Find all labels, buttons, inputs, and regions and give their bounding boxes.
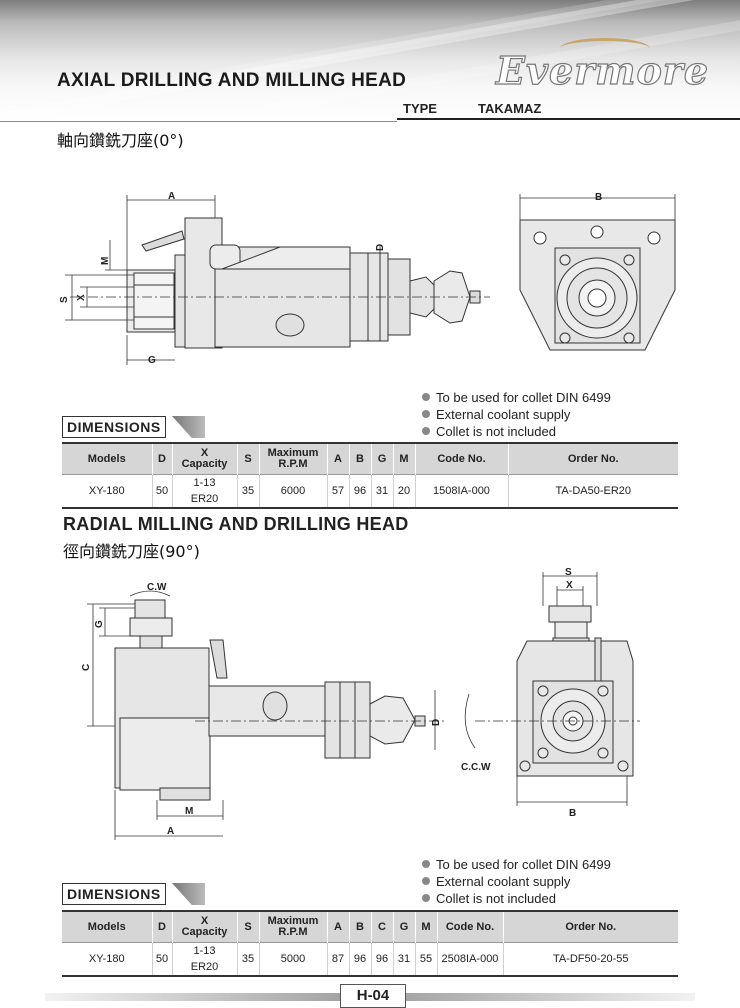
dim-label-m: M: [185, 806, 193, 817]
table-header-cell: D: [152, 911, 173, 943]
dim-label-g: G: [148, 355, 156, 366]
dim-label-c: C: [81, 664, 92, 671]
axial-side-view-drawing: A G D M S X: [59, 191, 490, 366]
dim-label-b: B: [595, 192, 602, 203]
table-cell: 50: [152, 942, 173, 976]
table-header-cell: D: [152, 443, 173, 475]
table-cell: 57: [327, 474, 350, 508]
table-cell: 2508IA-000: [437, 942, 504, 976]
table-cell: XY-180: [62, 474, 153, 508]
note-item: To be used for collet DIN 6499: [422, 856, 611, 873]
section2-title: RADIAL MILLING AND DRILLING HEAD: [63, 514, 409, 534]
dim-label-cw: C.W: [147, 582, 167, 593]
table-cell: 6000: [259, 474, 328, 508]
type-label: TYPE: [403, 101, 437, 116]
table-header-cell: A: [327, 911, 350, 943]
table-cell: 87: [327, 942, 350, 976]
section1-title-cn: 軸向鑽銑刀座(0°): [57, 131, 184, 150]
note-item: Collet is not included: [422, 423, 611, 440]
radial-side-view-drawing: C.W G C M A D: [81, 582, 445, 840]
table-cell: XY-180: [62, 942, 153, 976]
dim-label-s: S: [565, 567, 572, 578]
table-header-cell: S: [237, 443, 260, 475]
dim-label-g: G: [94, 620, 105, 628]
note-item: External coolant supply: [422, 406, 611, 423]
table-header-cell: M: [393, 443, 416, 475]
table-cell: TA-DA50-ER20: [555, 485, 632, 497]
dim-label-ccw: C.C.W: [461, 762, 491, 773]
dim-label-a: A: [167, 826, 174, 837]
table-header-cell: M: [415, 911, 438, 943]
dim-label-x: X: [76, 294, 87, 301]
note-item: To be used for collet DIN 6499: [422, 389, 611, 406]
header-divider: [0, 121, 397, 122]
table-cell: 1508IA-000: [415, 474, 509, 508]
table-header-cell: S: [237, 911, 260, 943]
header-background: [0, 0, 740, 122]
dim-label-m: M: [100, 257, 111, 265]
table-cell: 35: [237, 942, 260, 976]
table-header-cell: Code No.: [415, 443, 509, 475]
section1-notes: To be used for collet DIN 6499 External …: [422, 389, 611, 440]
brand-swoosh: [560, 38, 650, 59]
table-header-cell: B: [349, 911, 372, 943]
table-cell: 55: [415, 942, 438, 976]
table-header-cell: G: [371, 443, 394, 475]
table-header-cell: Order No.: [508, 443, 678, 475]
note-item: Collet is not included: [422, 890, 611, 907]
table-cell: TA-DF50-20-55: [552, 953, 629, 965]
dim-label-s: S: [59, 296, 70, 303]
section2-title-cn: 徑向鑽銑刀座(90°): [63, 542, 200, 561]
section2-dimensions-tab: DIMENSIONS: [62, 883, 205, 905]
table-header-cell: Models: [62, 443, 153, 475]
dim-label-x: X: [566, 580, 573, 591]
page-title: AXIAL DRILLING AND MILLING HEAD: [57, 70, 407, 91]
dim-label-d: D: [375, 244, 386, 251]
table-cell: 96: [349, 942, 372, 976]
table-header-cell: G: [393, 911, 416, 943]
dimensions-label: DIMENSIONS: [62, 416, 166, 438]
brand-logo: Evermore: [495, 47, 709, 93]
type-value: TAKAMAZ: [478, 101, 542, 116]
table-cell: 50: [152, 474, 173, 508]
table-header-cell: B: [349, 443, 372, 475]
axial-front-view-drawing: B: [519, 192, 676, 351]
note-item: External coolant supply: [422, 873, 611, 890]
table-cell: 20: [393, 474, 416, 508]
table-cell: 31: [371, 474, 394, 508]
table-cell: 96: [349, 474, 372, 508]
dim-label-b: B: [569, 808, 576, 819]
table-cell: 96: [371, 942, 394, 976]
table-cell: 31: [393, 942, 416, 976]
section1-dimensions-tab: DIMENSIONS: [62, 416, 205, 438]
dim-label-d: D: [431, 719, 442, 726]
dimensions-label: DIMENSIONS: [62, 883, 166, 905]
table-header-cell: Models: [62, 911, 153, 943]
table-cell: 35: [237, 474, 260, 508]
dim-label-a: A: [168, 191, 175, 202]
page-number: H-04: [340, 984, 406, 1008]
section2-notes: To be used for collet DIN 6499 External …: [422, 856, 611, 907]
table-cell: 5000: [259, 942, 328, 976]
table-header-cell: C: [371, 911, 394, 943]
radial-front-view-drawing: S X C.C.W B: [461, 567, 640, 819]
table-header-cell: Code No.: [437, 911, 504, 943]
table-header-cell: A: [327, 443, 350, 475]
table-header-cell: Order No.: [503, 911, 678, 943]
type-bar: [397, 118, 740, 120]
